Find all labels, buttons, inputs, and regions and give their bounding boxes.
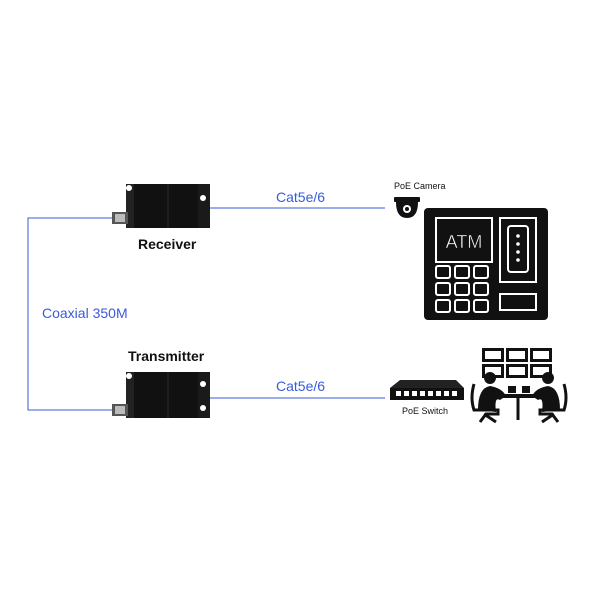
poe-switch-label: PoE Switch bbox=[402, 406, 449, 416]
coaxial-cable-line bbox=[27, 217, 118, 411]
poe-camera-icon bbox=[394, 197, 420, 218]
poe-camera-label: PoE Camera bbox=[394, 181, 446, 191]
transmitter-device-icon bbox=[112, 372, 210, 418]
atm-machine-icon: ATM bbox=[424, 208, 548, 320]
cat-top-link-label: Cat5e/6 bbox=[276, 189, 326, 205]
cat-bottom-link-label: Cat5e/6 bbox=[276, 378, 326, 394]
atm-screen-text: ATM bbox=[446, 232, 483, 252]
transmitter-label: Transmitter bbox=[128, 348, 205, 364]
poe-switch-icon bbox=[390, 380, 464, 400]
coaxial-link-label: Coaxial 350M bbox=[42, 305, 128, 321]
receiver-label: Receiver bbox=[138, 236, 197, 252]
monitoring-room-icon bbox=[470, 348, 568, 424]
receiver-device-icon bbox=[112, 184, 210, 228]
